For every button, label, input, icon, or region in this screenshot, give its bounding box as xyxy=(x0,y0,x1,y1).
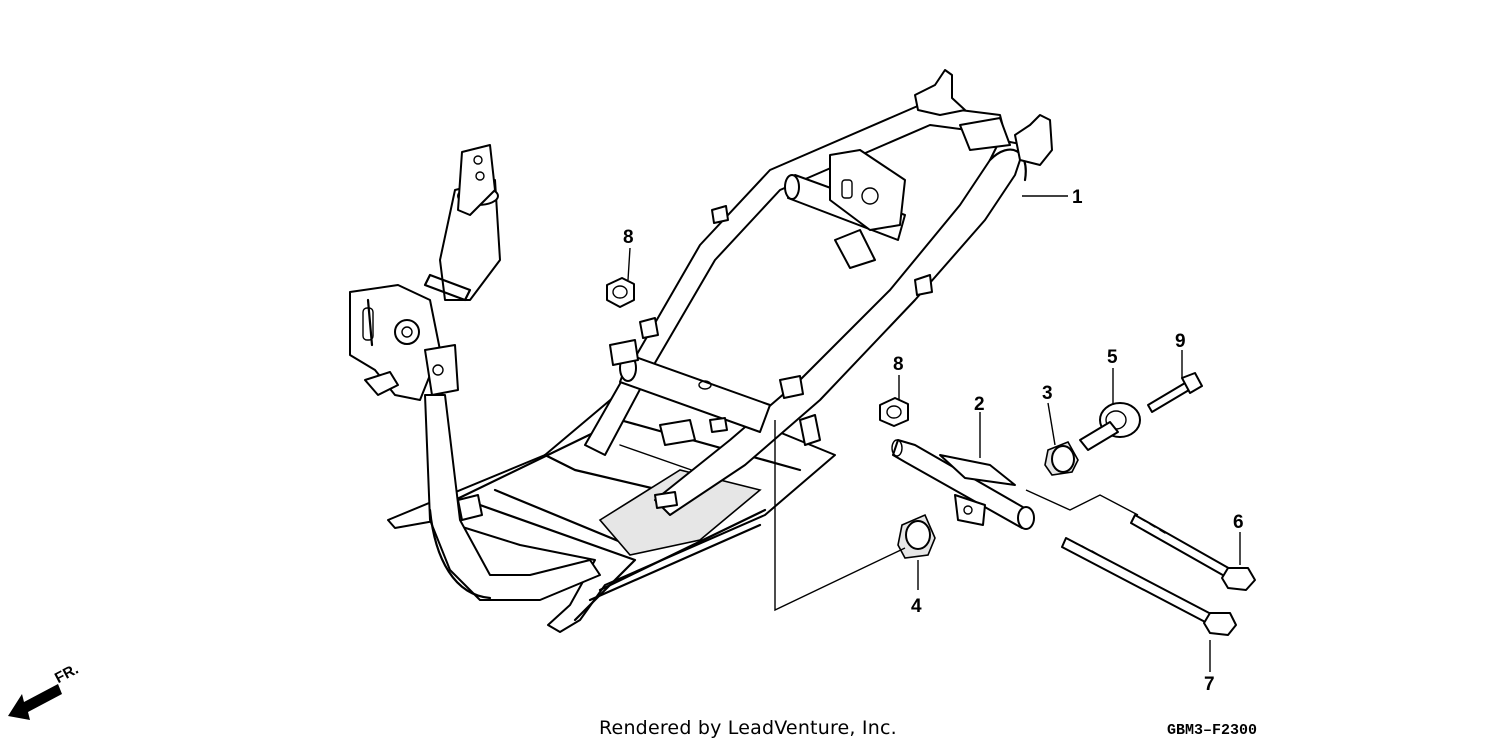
frame-body-drawing xyxy=(349,69,1053,633)
callout-8-upper: 8 xyxy=(623,227,634,248)
flange-nut-upper-drawing xyxy=(606,277,635,308)
callout-5: 5 xyxy=(1107,347,1118,368)
callout-6: 6 xyxy=(1233,512,1244,533)
callout-8-lower: 8 xyxy=(893,354,904,375)
callout-9: 9 xyxy=(1175,331,1186,352)
bolt-long-7-drawing xyxy=(1061,537,1237,636)
render-credit: Rendered by LeadVenture, Inc. xyxy=(599,717,897,739)
callout-3: 3 xyxy=(1042,383,1053,404)
rubber-bushing-lower-drawing xyxy=(897,513,936,559)
bolt-long-6-drawing xyxy=(1130,514,1256,591)
front-arrow-icon xyxy=(8,684,62,720)
flange-nut-lower-drawing xyxy=(879,397,909,427)
collar-drawing xyxy=(1079,402,1141,451)
leader-lines xyxy=(627,195,1241,672)
callout-4: 4 xyxy=(911,596,922,617)
rubber-bushing-drawing xyxy=(1044,440,1079,476)
pivot-shaft-drawing xyxy=(891,439,1035,530)
callout-2: 2 xyxy=(974,394,985,415)
callout-1: 1 xyxy=(1072,187,1083,208)
bolt-short-drawing xyxy=(1147,372,1203,413)
callout-7: 7 xyxy=(1204,674,1215,695)
diagram-code: GBM3–F2300 xyxy=(1167,722,1258,739)
